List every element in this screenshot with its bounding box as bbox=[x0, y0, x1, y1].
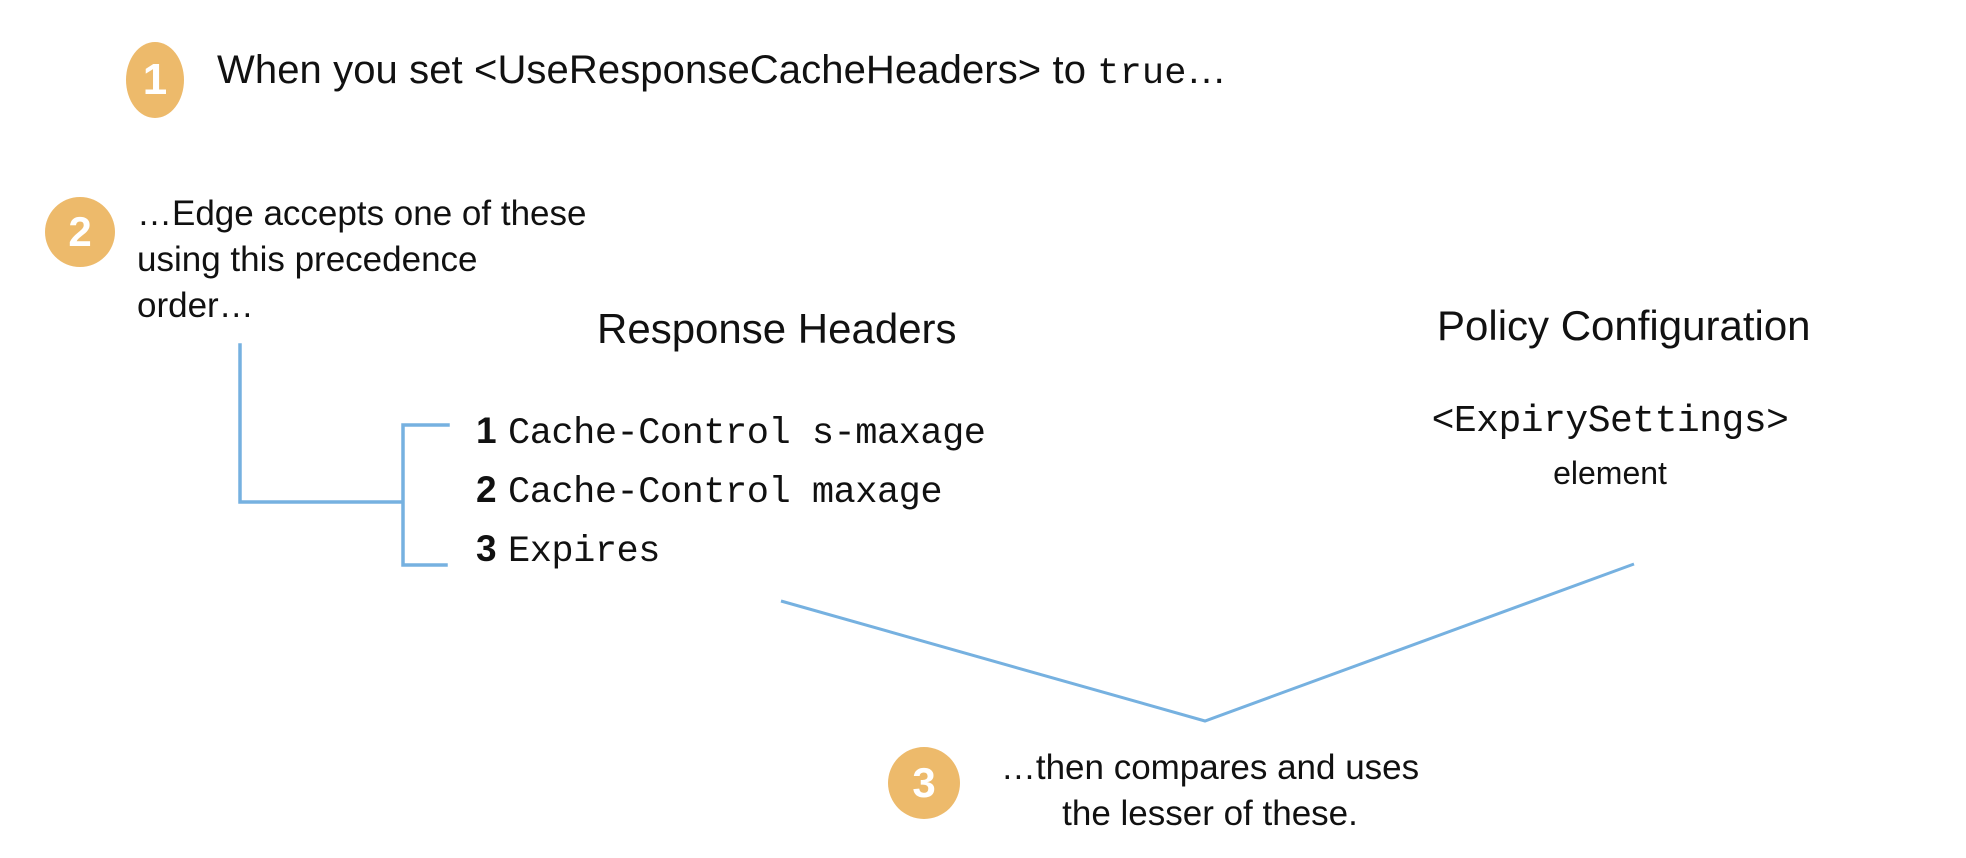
step-1-text-tag: <UseResponseCacheHeaders> bbox=[473, 48, 1042, 92]
list-item-label: Cache-Control s-maxage bbox=[508, 413, 986, 455]
step-1-text-value: true bbox=[1097, 53, 1187, 95]
response-headers-heading: Response Headers bbox=[597, 305, 957, 352]
step-badge-3-number: 3 bbox=[912, 759, 936, 806]
step-1-text: When you set <UseResponseCacheHeaders> t… bbox=[217, 48, 1227, 95]
list-item-rank: 2 bbox=[476, 469, 497, 510]
step-badge-1-number: 1 bbox=[142, 55, 168, 104]
step-1-text-middle: to bbox=[1041, 48, 1098, 92]
list-item-label: Expires bbox=[508, 531, 660, 573]
policy-element-block: <ExpirySettings> element bbox=[1400, 400, 1820, 492]
step-3-line-2: the lesser of these. bbox=[1062, 794, 1358, 833]
list-item: 2 Cache-Control maxage bbox=[476, 469, 1126, 528]
step-badge-3: 3 bbox=[888, 747, 960, 819]
step-1-text-suffix: … bbox=[1186, 48, 1227, 92]
step-badge-2-number: 2 bbox=[68, 208, 92, 255]
expiry-settings-tag: <ExpirySettings> bbox=[1431, 400, 1789, 443]
list-item-label: Cache-Control maxage bbox=[508, 472, 943, 514]
step-2-line-3: order… bbox=[137, 286, 254, 325]
step-3-line-1: …then compares and uses bbox=[1000, 748, 1420, 787]
list-item-rank: 1 bbox=[476, 410, 497, 451]
step-2-line-1: …Edge accepts one of these bbox=[137, 194, 587, 233]
comparison-v-connector bbox=[780, 562, 1635, 723]
precedence-bracket bbox=[401, 423, 450, 567]
step-badge-2: 2 bbox=[45, 197, 115, 267]
step-2-text: …Edge accepts one of these using this pr… bbox=[137, 191, 617, 329]
step-2-line-2: using this precedence bbox=[137, 240, 478, 279]
step-badge-1: 1 bbox=[126, 42, 184, 118]
step-3-text: …then compares and uses the lesser of th… bbox=[975, 745, 1445, 837]
precedence-list: 1 Cache-Control s-maxage 2 Cache-Control… bbox=[476, 410, 1126, 587]
list-item-rank: 3 bbox=[476, 528, 497, 569]
list-item: 3 Expires bbox=[476, 528, 1126, 587]
step2-elbow-connector bbox=[238, 343, 404, 504]
expiry-settings-element-word: element bbox=[1553, 455, 1667, 491]
step-1-text-prefix: When you set bbox=[217, 48, 474, 92]
list-item: 1 Cache-Control s-maxage bbox=[476, 410, 1126, 469]
policy-configuration-heading: Policy Configuration bbox=[1437, 302, 1811, 349]
